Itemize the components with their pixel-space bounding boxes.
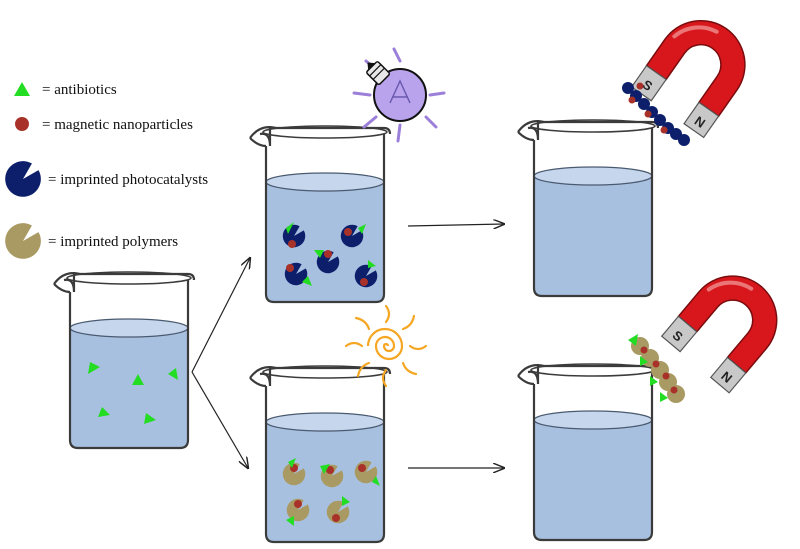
antibiotic-triangle-icon — [14, 82, 30, 96]
magnet-pole-n — [683, 101, 720, 139]
separated-beaker-bottom — [516, 362, 660, 542]
arrow-to-photocatalysis — [191, 258, 250, 373]
legend: = antibiotics = magnetic nanoparticles =… — [5, 82, 208, 259]
polymer-pac-icon — [5, 223, 41, 259]
photocatalyst-particles — [282, 222, 378, 288]
photocatalyst-pac-icon — [5, 161, 41, 197]
attached-photocatalysts — [622, 82, 690, 146]
legend-nanoparticles-label: = magnetic nanoparticles — [42, 117, 193, 133]
legend-photocatalysts-label: = imprinted photocatalysts — [48, 172, 208, 188]
polymer-particles — [282, 458, 380, 526]
sun-icon — [344, 304, 428, 388]
arrow-to-polymer-adsorption — [191, 371, 248, 468]
horseshoe-magnet-icon: S N — [630, 19, 746, 139]
attached-polymers — [628, 334, 685, 403]
legend-polymers-label: = imprinted polymers — [48, 234, 178, 250]
legend-imprinted-photocatalysts: = imprinted photocatalysts — [5, 161, 208, 197]
nanoparticle-dot-icon — [15, 117, 29, 131]
separated-beaker-top — [516, 118, 660, 298]
horseshoe-magnet-icon: S N — [660, 275, 778, 394]
legend-magnetic-nanoparticles: = magnetic nanoparticles — [15, 117, 193, 133]
legend-antibiotics: = antibiotics — [14, 82, 117, 98]
antibiotics-in-water — [88, 362, 178, 424]
photocatalyst-beaker — [248, 124, 392, 304]
legend-antibiotics-label: = antibiotics — [42, 82, 117, 98]
polymer-beaker — [248, 364, 392, 544]
legend-imprinted-polymers: = imprinted polymers — [5, 223, 178, 259]
process-arrows — [191, 224, 504, 468]
arrow-top-to-separation — [407, 224, 504, 226]
light-bulb-icon — [352, 47, 446, 143]
source-beaker — [52, 270, 196, 450]
